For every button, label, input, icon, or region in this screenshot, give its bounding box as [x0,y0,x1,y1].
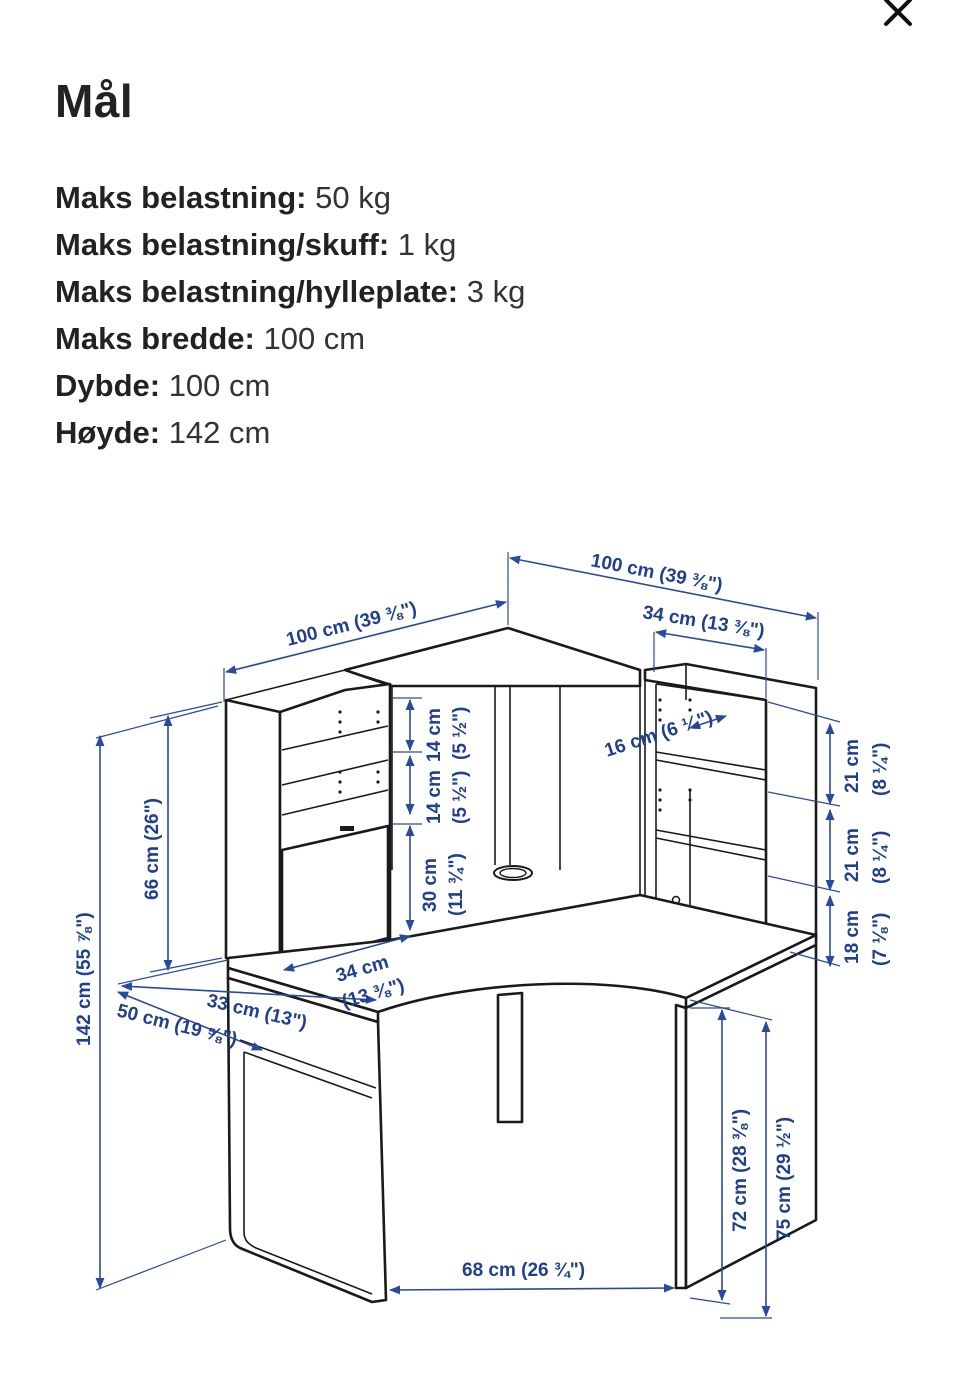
spec-max-load-drawer: Maks belastning/skuff: 1 kg [55,221,525,268]
dim-right-shelf-2-in: (8 ¼") [870,831,891,884]
spec-value: 3 kg [458,274,526,309]
page-title: Mål [55,75,134,127]
dim-left-bottom-gap: 30 cm [420,858,441,912]
dim-left-shelf-in: (5 ½") [450,707,471,760]
spec-value: 1 kg [389,227,457,262]
dim-right-shelf-3-in: (7 ⅛") [870,913,891,966]
spec-label: Maks bredde: [55,321,255,356]
dim-total-height: 142 cm (55 ⅞") [74,912,95,1046]
dim-top-width-right: 100 cm (39 ⅜") [589,550,724,596]
spec-height: Høyde: 142 cm [55,409,525,456]
spec-value: 142 cm [160,415,271,450]
spec-label: Dybde: [55,368,161,403]
dim-right-shelf-1: 21 cm [842,739,863,793]
spec-value: 100 cm [160,368,271,403]
spec-depth: Dybde: 100 cm [55,362,525,409]
dim-left-top-shelf: 14 cm [424,708,445,762]
spec-max-load: Maks belastning: 50 kg [55,174,525,221]
close-button[interactable] [872,0,924,38]
spec-list: Maks belastning: 50 kg Maks belastning/s… [55,174,525,456]
spec-max-width: Maks bredde: 100 cm [55,315,525,362]
dimension-lines [95,552,841,1319]
spec-value: 50 kg [306,180,391,215]
dim-left-shelf-in-2: (5 ½") [450,771,471,824]
dim-left-mid-shelf: 14 cm [424,770,445,824]
dim-shelf-depth-right: 16 cm (6 ¼") [602,707,715,762]
dim-right-shelf-1-in: (8 ¼") [870,743,891,796]
close-icon [884,0,912,26]
dim-shelf-width-right: 34 cm (13 ⅜") [641,602,766,642]
spec-max-load-shelf: Maks belastning/hylleplate: 3 kg [55,268,525,315]
dim-under-desk: 72 cm (28 ⅜") [730,1109,751,1232]
dim-right-shelf-2: 21 cm [842,828,863,882]
dim-left-bottom-gap-in: (11 ¾") [446,853,467,916]
spec-label: Maks belastning/skuff: [55,227,390,262]
dim-top-width-left: 100 cm (39 ⅜") [284,598,419,651]
spec-label: Maks belastning: [55,180,307,215]
spec-value: 100 cm [254,321,366,356]
spec-label: Maks belastning/hylleplate: [55,274,459,309]
dim-desk-height: 75 cm (29 ½") [774,1117,795,1240]
spec-label: Høyde: [55,415,161,450]
dim-leg-span: 68 cm (26 ¾") [462,1260,585,1281]
dimension-drawing: 100 cm (39 ⅜") 100 cm (39 ⅜") 34 cm (13 … [74,550,891,1319]
dim-right-shelf-3: 18 cm [842,910,863,964]
dim-hutch-height: 66 cm (26") [142,798,163,900]
desk-illustration [224,626,818,1304]
